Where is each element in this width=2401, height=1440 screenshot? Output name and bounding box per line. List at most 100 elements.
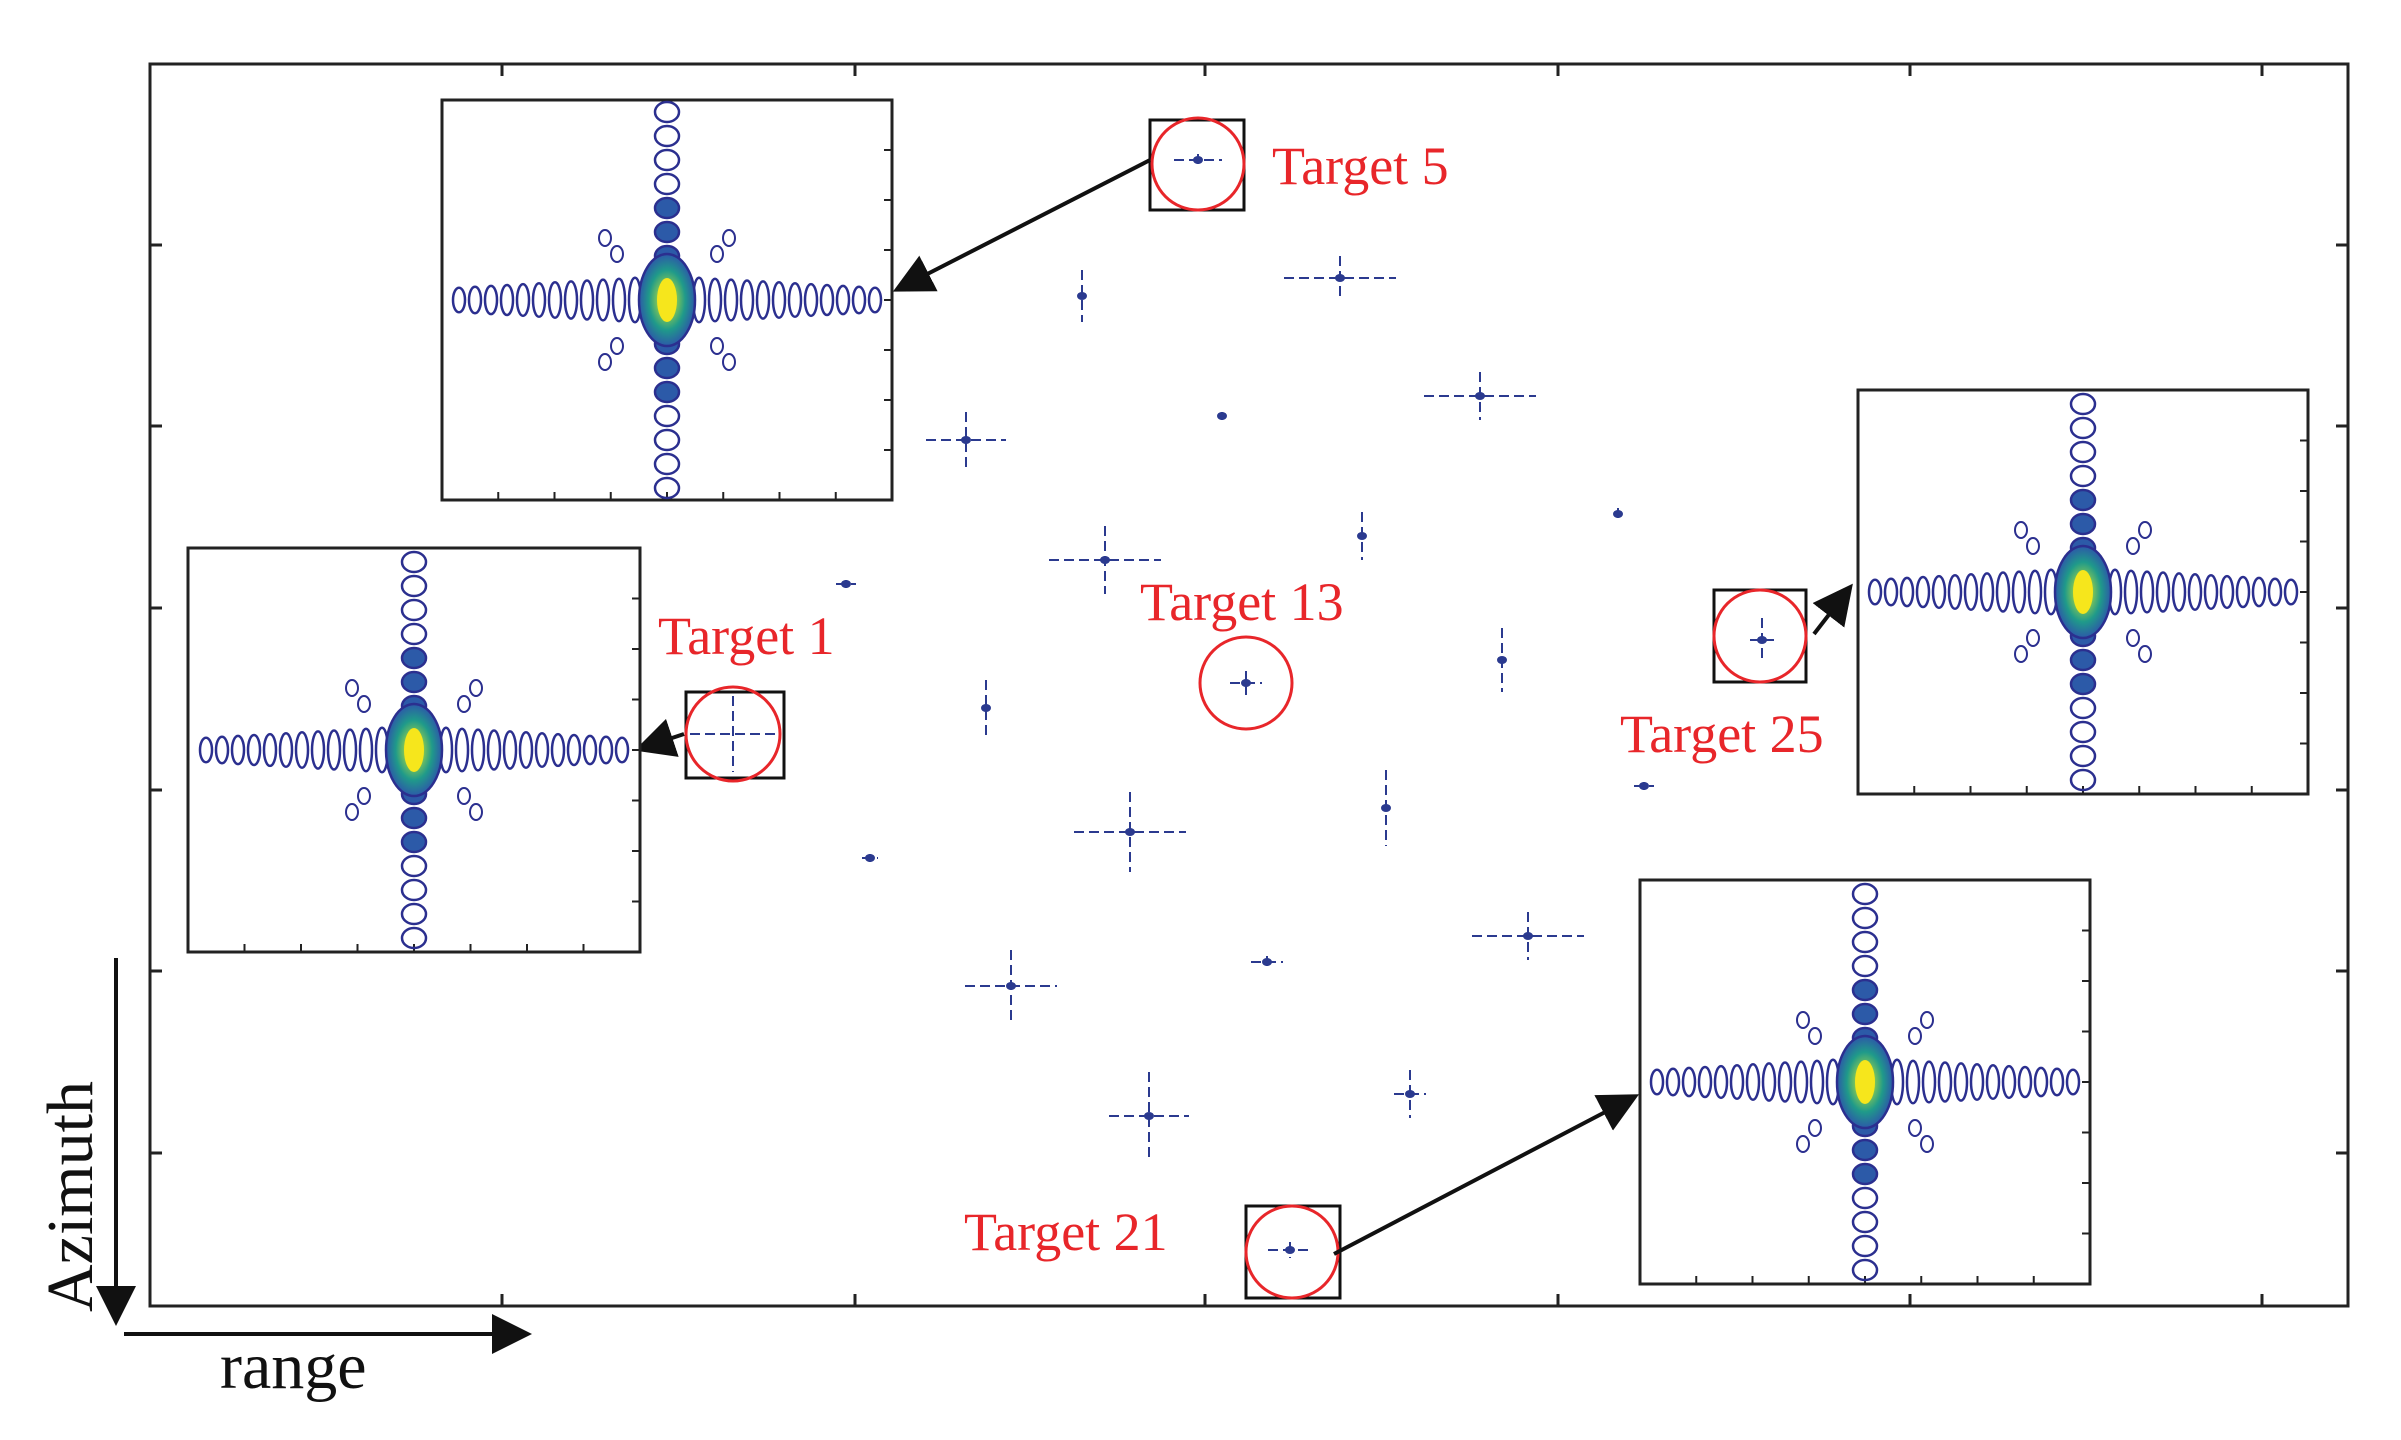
range-sidelobe-contour <box>1905 1059 1921 1105</box>
range-sidelobe-contour <box>531 281 547 319</box>
cross-sidelobe-contour <box>357 695 371 713</box>
cross-sidelobe-contour <box>1908 1119 1922 1137</box>
target-25-inset <box>1856 388 2310 796</box>
azimuth-sidelobe-contour <box>1851 1138 1879 1162</box>
range-sidelobe-contour <box>2011 570 2027 614</box>
range-sidelobe-contour <box>246 733 262 767</box>
target-point <box>981 704 991 712</box>
axis-ticks <box>150 64 2348 1306</box>
azimuth-sidelobe-contour <box>653 476 681 500</box>
target-13-label: Target 13 <box>1140 572 1344 632</box>
cross-sidelobe-contour <box>457 787 471 805</box>
range-sidelobe-contour <box>515 282 531 318</box>
azimuth-sidelobe-contour <box>653 100 681 124</box>
target-5-inset <box>440 98 894 502</box>
cross-sidelobe-contour <box>345 679 359 697</box>
target-point <box>1100 556 1110 564</box>
azimuth-sidelobe-contour <box>653 196 681 220</box>
range-sidelobe-contour <box>1745 1063 1761 1101</box>
range-sidelobe-contour <box>1985 1063 2001 1101</box>
cross-sidelobe-contour <box>722 229 736 247</box>
range-sidelobe-contour <box>534 731 550 769</box>
cross-sidelobe-contour <box>1808 1027 1822 1045</box>
target-point <box>1144 1112 1154 1120</box>
range-sidelobe-contour <box>451 286 467 314</box>
range-sidelobe-contour <box>1963 573 1979 611</box>
range-sidelobe-contour <box>1915 575 1931 609</box>
inset-arrow <box>1333 1094 1640 1256</box>
azimuth-sidelobe-contour <box>1851 1002 1879 1026</box>
range-sidelobe-contour <box>1937 1061 1953 1103</box>
cross-sidelobe-contour <box>2138 521 2152 539</box>
range-sidelobe-contour <box>2219 574 2235 610</box>
azimuth-sidelobe-contour <box>2069 440 2097 464</box>
main-lobe-core <box>404 728 424 772</box>
range-sidelobe-contour <box>1969 1063 1985 1101</box>
range-sidelobe-contour <box>2203 573 2219 611</box>
range-sidelobe-contour <box>1809 1059 1825 1105</box>
target-point <box>865 854 875 862</box>
range-sidelobe-contour <box>1649 1068 1665 1096</box>
zoom-insets <box>186 98 2310 1286</box>
target-point <box>1125 828 1135 836</box>
azimuth-sidelobe-contour <box>2069 464 2097 488</box>
range-sidelobe-contour <box>518 731 534 769</box>
range-sidelobe-contour <box>278 731 294 769</box>
cross-sidelobe-contour <box>2014 521 2028 539</box>
azimuth-sidelobe-contour <box>1851 930 1879 954</box>
cross-sidelobe-contour <box>1920 1011 1934 1029</box>
azimuth-sidelobe-contour <box>2069 696 2097 720</box>
azimuth-sidelobe-contour <box>2069 488 2097 512</box>
target-25-circle <box>1712 588 1808 684</box>
range-sidelobe-contour <box>1697 1065 1713 1099</box>
range-sidelobe-contour <box>787 281 803 319</box>
azimuth-sidelobe-contour <box>1851 1186 1879 1210</box>
range-sidelobe-contour <box>2049 1067 2065 1097</box>
cross-sidelobe-contour <box>710 337 724 355</box>
main-lobe-core <box>2073 570 2093 614</box>
azimuth-sidelobe-contour <box>400 806 428 830</box>
range-sidelobe-contour <box>835 284 851 316</box>
cross-sidelobe-contour <box>2126 629 2140 647</box>
range-sidelobe-contour <box>1665 1067 1681 1097</box>
azimuth-sidelobe-contour <box>1851 978 1879 1002</box>
range-sidelobe-contour <box>819 283 835 317</box>
range-sidelobe-contour <box>499 283 515 317</box>
azimuth-axis-label: Azimuth <box>34 1081 107 1312</box>
range-sidelobe-contour <box>1953 1062 1969 1102</box>
azimuth-sidelobe-contour <box>2069 416 2097 440</box>
target-point <box>1523 932 1533 940</box>
target-point <box>1405 1090 1415 1098</box>
range-sidelobe-contour <box>755 280 771 320</box>
range-sidelobe-contour <box>1921 1060 1937 1104</box>
range-sidelobe-contour <box>2187 573 2203 611</box>
range-sidelobe-contour <box>358 727 374 773</box>
target-point <box>1193 156 1203 164</box>
range-sidelobe-contour <box>310 730 326 770</box>
cross-sidelobe-contour <box>722 353 736 371</box>
target-point <box>1285 1246 1295 1254</box>
range-sidelobe-contour <box>1899 576 1915 608</box>
azimuth-sidelobe-contour <box>653 356 681 380</box>
range-sidelobe-contour <box>1793 1060 1809 1104</box>
cross-sidelobe-contour <box>1808 1119 1822 1137</box>
target-1-label: Target 1 <box>658 606 835 666</box>
azimuth-sidelobe-contour <box>653 148 681 172</box>
range-sidelobe-contour <box>1995 571 2011 613</box>
range-sidelobe-contour <box>611 277 627 323</box>
range-axis-label: range <box>220 1330 367 1403</box>
azimuth-sidelobe-contour <box>1851 1210 1879 1234</box>
range-sidelobe-contour <box>851 285 867 315</box>
range-sidelobe-contour <box>2033 1066 2049 1098</box>
range-sidelobe-contour <box>707 277 723 323</box>
azimuth-sidelobe-contour <box>400 622 428 646</box>
target-5-circle <box>1150 116 1246 212</box>
range-sidelobe-contour <box>771 281 787 319</box>
target-point <box>1262 958 1272 966</box>
azimuth-sidelobe-contour <box>1851 1234 1879 1258</box>
target-1-circle <box>684 685 782 783</box>
range-sidelobe-contour <box>230 734 246 766</box>
azimuth-sidelobe-contour <box>400 646 428 670</box>
range-sidelobe-contour <box>803 282 819 318</box>
